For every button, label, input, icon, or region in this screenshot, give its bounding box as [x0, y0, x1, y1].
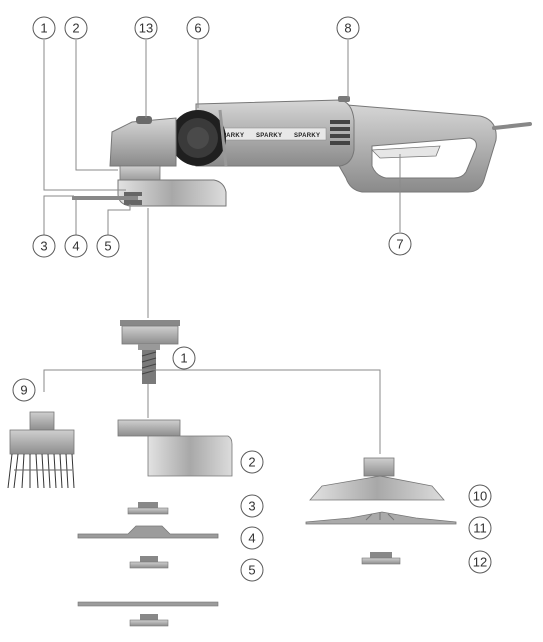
- callout-7-label: 7: [396, 237, 403, 252]
- callout-5: 5: [96, 234, 120, 258]
- callout-12: 12: [468, 550, 492, 574]
- callout-1: 1: [32, 16, 56, 40]
- callout-6: 6: [186, 16, 210, 40]
- brand-label-2: SPARKY: [256, 133, 282, 139]
- callout-6-label: 6: [194, 21, 201, 36]
- callout-3-label: 3: [40, 239, 47, 254]
- callout-1-exploded: 1: [172, 346, 196, 370]
- callout-10-label: 10: [473, 489, 487, 504]
- cutting-disc: [77, 601, 219, 607]
- top-leader-lines: [43, 40, 401, 318]
- callout-1-exploded-label: 1: [180, 351, 187, 366]
- callout-11-label: 11: [473, 521, 487, 536]
- callout-3-exploded: 3: [240, 494, 264, 518]
- side-handle: [170, 109, 228, 167]
- callout-2: 2: [64, 16, 88, 40]
- callout-5-label: 5: [104, 239, 111, 254]
- callout-9-label: 9: [20, 383, 27, 398]
- brand-label-3: SPARKY: [294, 133, 320, 139]
- callout-4-exploded: 4: [240, 526, 264, 550]
- callout-12-label: 12: [473, 555, 487, 570]
- callout-10: 10: [468, 484, 492, 508]
- lock-button: [338, 96, 350, 102]
- callout-2-exploded-label: 2: [248, 455, 255, 470]
- spindle: [120, 320, 180, 384]
- handle-opening: [371, 137, 477, 179]
- clamp-nut: [129, 556, 169, 569]
- callout-1-label: 1: [40, 21, 47, 36]
- inner-flange: [124, 192, 142, 196]
- callout-3-exploded-label: 3: [248, 499, 255, 514]
- spindle-lock-button: [136, 116, 152, 124]
- callout-4: 4: [64, 234, 88, 258]
- gear-head: [109, 117, 177, 167]
- support-flange: [127, 502, 169, 515]
- outer-nut: [124, 200, 142, 205]
- callout-8: 8: [336, 16, 360, 40]
- callout-9: 9: [12, 378, 36, 402]
- callout-2-label: 2: [72, 21, 79, 36]
- callout-13-label: 13: [139, 21, 153, 36]
- trigger-switch: [371, 145, 441, 159]
- callout-4-exploded-label: 4: [248, 531, 255, 546]
- sanding-disc: [305, 511, 457, 525]
- branch-leader: [43, 369, 381, 454]
- bottom-clamp-nut: [129, 614, 169, 627]
- callout-5-exploded-label: 5: [248, 563, 255, 578]
- callout-4-label: 4: [72, 239, 79, 254]
- callout-2-exploded: 2: [240, 450, 264, 474]
- grinding-disc-part: [77, 525, 219, 539]
- callout-13: 13: [134, 16, 158, 40]
- callout-11: 11: [468, 516, 492, 540]
- grinding-disc: [72, 196, 138, 200]
- callout-5-exploded: 5: [240, 558, 264, 582]
- backing-pad: [309, 457, 445, 501]
- angle-grinder: SPARKY SPARKY SPARKY: [72, 96, 532, 207]
- clamp-nut-12: [361, 552, 401, 565]
- air-vents: [330, 120, 350, 145]
- callout-8-label: 8: [344, 21, 351, 36]
- wheel-guard-part: [117, 419, 233, 477]
- wire-cup-brush: [7, 411, 75, 489]
- callout-7: 7: [388, 232, 412, 256]
- callout-3: 3: [32, 234, 56, 258]
- brand-label-1: SPARKY: [218, 133, 244, 139]
- power-cord: [492, 122, 532, 130]
